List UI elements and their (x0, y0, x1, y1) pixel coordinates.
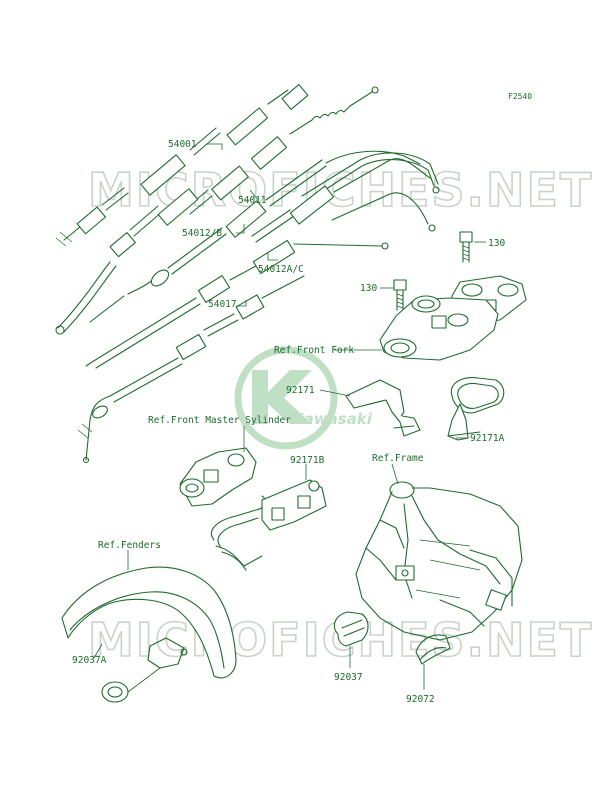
label-54017: 54017 (208, 299, 237, 310)
bolt-130-lower (393, 279, 407, 311)
ref-front-master-cylinder: Ref.Front Master Sylinder (148, 415, 291, 426)
logo-text: Kawasaki (292, 410, 373, 428)
label-130-upper: 130 (488, 238, 505, 249)
label-54012ac: 54012A/C (258, 264, 304, 275)
leader-lines (93, 143, 486, 690)
clamp-92171a (447, 377, 505, 441)
label-54011: 54011 (238, 195, 267, 206)
master-cylinder-bracket (179, 447, 257, 507)
label-92171: 92171 (286, 385, 315, 396)
clamp-92171b (210, 479, 327, 571)
cable-54011 (185, 86, 379, 215)
label-92171a: 92171A (470, 433, 505, 444)
cable-throttle-return (251, 158, 431, 243)
label-130-lower: 130 (360, 283, 377, 294)
front-fender (61, 566, 237, 703)
label-92037a: 92037A (72, 655, 107, 666)
cable-54012ac (89, 150, 440, 323)
cable-54001 (55, 84, 309, 247)
label-92037: 92037 (334, 672, 363, 683)
label-54012b: 54012/B (182, 228, 222, 239)
bolt-130-upper (459, 231, 473, 263)
ref-fenders: Ref.Fenders (98, 540, 161, 551)
label-54001: 54001 (168, 139, 197, 150)
cable-54017 (85, 239, 389, 369)
clamp-92171 (345, 379, 421, 437)
label-92072: 92072 (406, 694, 435, 705)
cable-clutch (77, 275, 305, 464)
figure-code: F2540 (508, 92, 532, 101)
frame (355, 481, 523, 641)
clamp-92037 (333, 611, 369, 647)
ref-front-fork: Ref.Front Fork (274, 345, 354, 356)
kawasaki-logo: Kawasaki (234, 346, 373, 450)
ref-frame: Ref.Frame (372, 453, 424, 464)
clamp-92072 (415, 634, 451, 665)
triple-clamp (379, 295, 499, 361)
cable-54012b (55, 188, 199, 335)
label-92171b: 92171B (290, 455, 325, 466)
